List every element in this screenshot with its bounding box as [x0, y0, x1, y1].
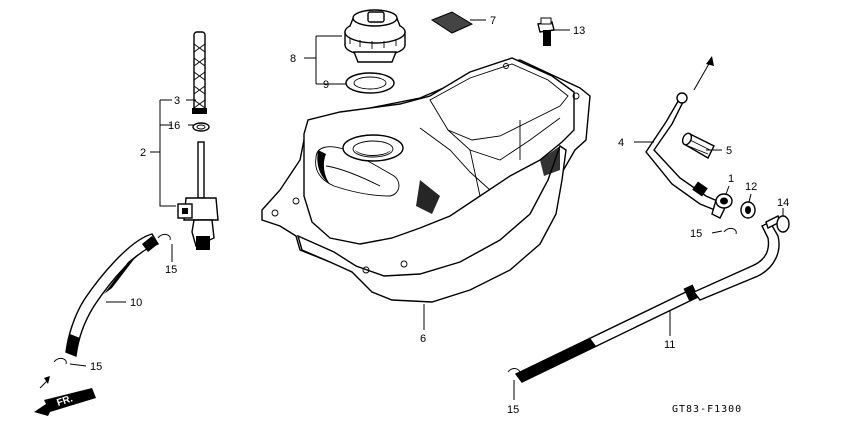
- callout-11: 11: [664, 339, 675, 351]
- callout-15-tube: 15: [90, 361, 102, 373]
- callout-12: 12: [745, 181, 757, 193]
- callout-10: 10: [130, 297, 142, 309]
- callout-1: 1: [728, 173, 734, 185]
- callout-16: 16: [168, 120, 180, 132]
- callout-3: 3: [174, 95, 180, 107]
- callout-7: 7: [490, 15, 496, 27]
- leader-lines: [69, 19, 784, 400]
- callout-6: 6: [420, 333, 426, 345]
- callout-labels: 8 9 7 13 3 16 2 15 10 15 6 15 11 4 5 1 1…: [90, 15, 789, 416]
- breather-tube: [514, 221, 780, 383]
- callout-9: 9: [323, 79, 329, 91]
- front-direction-arrow: FR.: [34, 376, 96, 416]
- fuel-cap: [344, 9, 406, 63]
- callout-15-cock: 15: [165, 264, 177, 276]
- callout-5: 5: [726, 145, 732, 157]
- mount-grommet: [715, 193, 733, 209]
- fuel-tank: [261, 57, 591, 303]
- fuel-strainer: [192, 31, 207, 114]
- mount-collar: [740, 201, 756, 219]
- cap-gasket: [345, 72, 395, 94]
- callout-15-breather: 15: [507, 404, 519, 416]
- callout-8: 8: [290, 53, 296, 65]
- callout-2: 2: [140, 147, 146, 159]
- overflow-pipe: [645, 92, 726, 219]
- direction-label: FR.: [56, 393, 75, 409]
- fuel-tube: [65, 233, 160, 357]
- strainer-o-ring: [192, 122, 210, 132]
- callout-4: 4: [618, 137, 624, 149]
- callout-15-pipe: 15: [690, 228, 702, 240]
- flange-bolt: [537, 17, 555, 46]
- fuel-cock: [177, 141, 219, 250]
- callout-14: 14: [777, 197, 789, 209]
- diagram-code: GT83-F1300: [672, 404, 742, 415]
- callout-13: 13: [573, 25, 585, 37]
- rubber-pad: [430, 11, 474, 34]
- pipe-cap: [681, 132, 715, 159]
